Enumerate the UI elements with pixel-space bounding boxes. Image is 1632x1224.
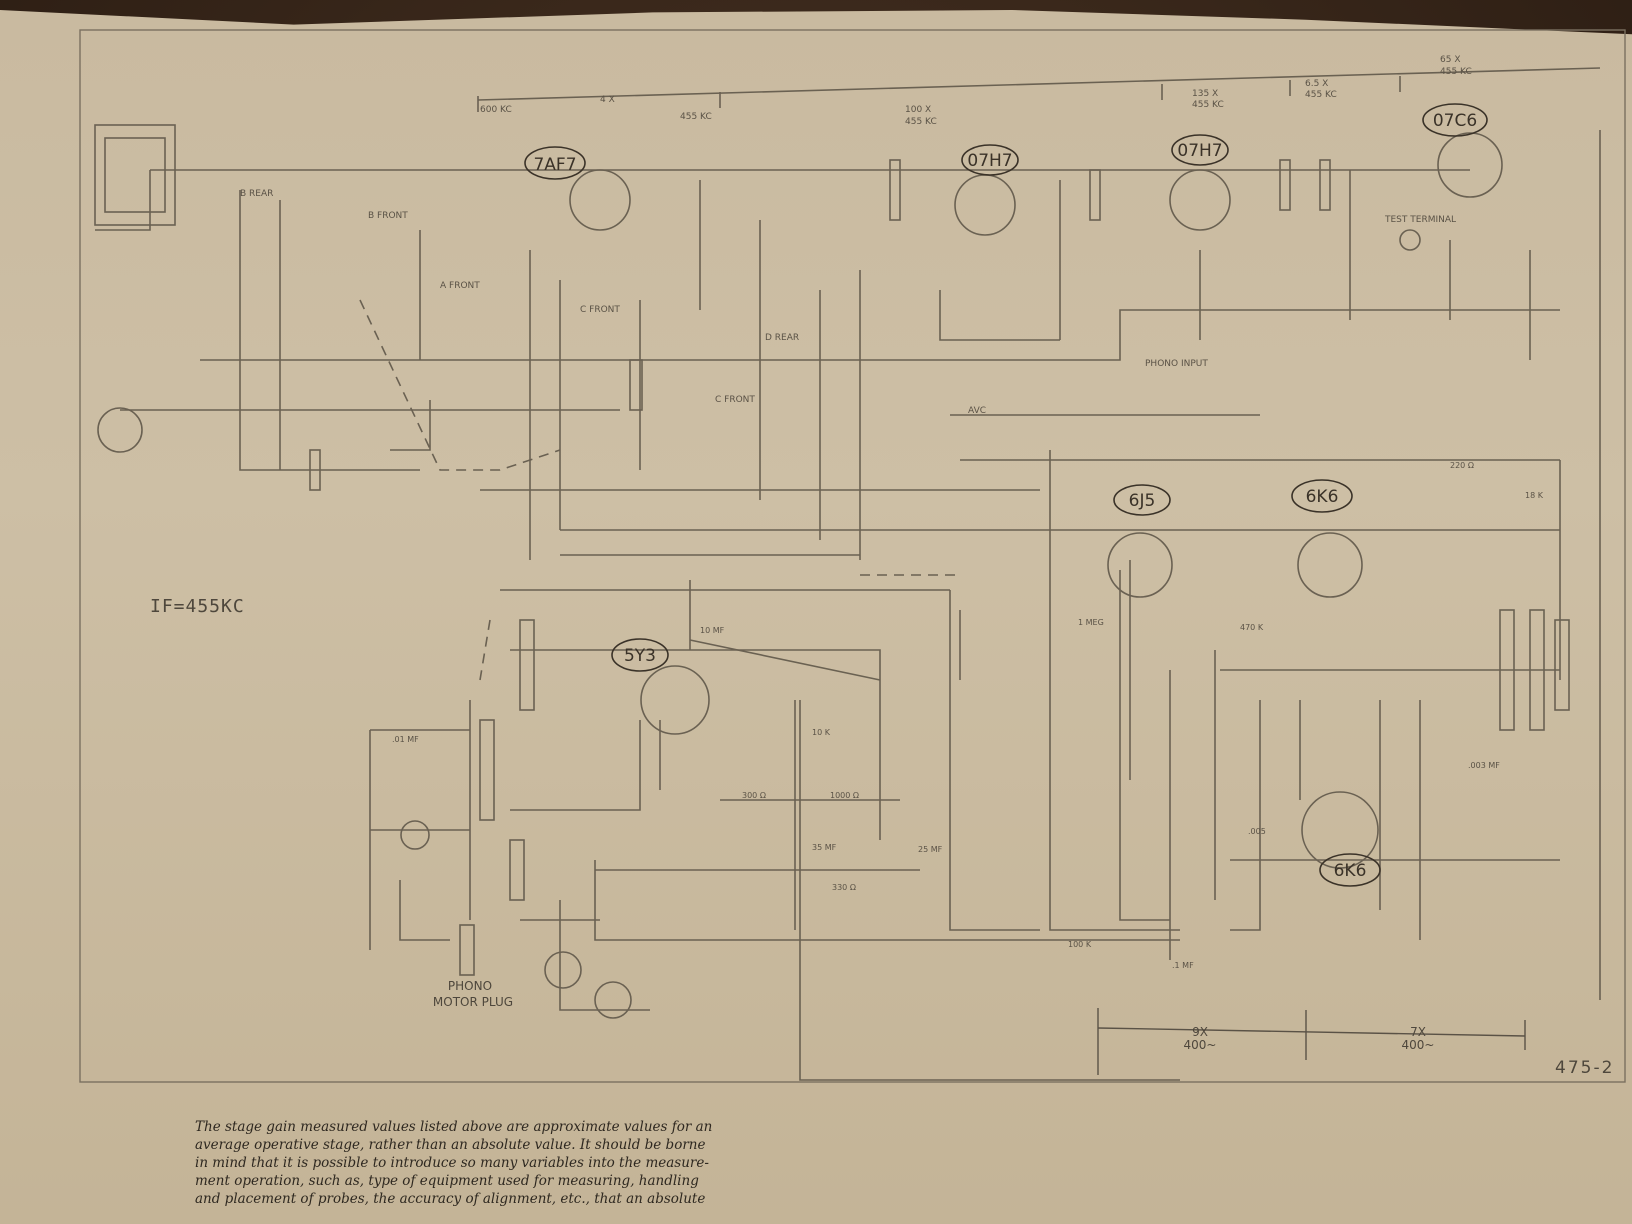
- top-scale-stage4-freq: 455 KC: [1305, 90, 1337, 100]
- value-label: 10 K: [812, 728, 831, 737]
- bottom-scale-right-freq: 400~: [1402, 1038, 1435, 1052]
- bottom-scale-right-gain: 7X: [1410, 1025, 1426, 1039]
- caption-line: ment operation, such as, type of equipme…: [195, 1173, 699, 1189]
- top-scale-stage1-freq: 455 KC: [680, 112, 712, 122]
- value-label: .1 MF: [1172, 961, 1194, 970]
- tube-circle-5y3: [611, 638, 669, 672]
- tube-circle-6k6-a: [1291, 479, 1353, 513]
- tube-circle-07c6: [1422, 103, 1488, 137]
- tube-label-6j5: 6J5: [1129, 491, 1156, 511]
- tube-circle-07h7-a: [961, 144, 1019, 176]
- top-scale-stage4-gain: 6.5 X: [1305, 79, 1328, 89]
- value-label: .005: [1248, 827, 1266, 836]
- top-scale-left-freq: 600 KC: [480, 105, 512, 115]
- tube-label-07h7-b: 07H7: [1177, 141, 1222, 161]
- value-label: 18 K: [1525, 491, 1544, 500]
- tube-label-6k6-a: 6K6: [1306, 487, 1339, 507]
- tube-circle-07h7-b: [1171, 134, 1229, 166]
- switch-label-d-rear: D REAR: [765, 333, 799, 343]
- switch-label-b-front: B FRONT: [368, 211, 408, 221]
- top-scale-stage5-freq: 455 KC: [1440, 67, 1472, 77]
- tube-label-7af7: 7AF7: [533, 155, 576, 175]
- top-scale-stage2-freq: 455 KC: [905, 117, 937, 127]
- top-scale-stage1-gain: 4 X: [600, 95, 615, 105]
- caption-line: The stage gain measured values listed ab…: [195, 1119, 713, 1135]
- schematic-sheet: [0, 10, 1632, 1224]
- top-scale-stage5-gain: 65 X: [1440, 55, 1460, 65]
- value-label: 10 MF: [700, 626, 725, 635]
- tube-circle-6j5: [1113, 484, 1171, 516]
- value-label: 300 Ω: [742, 791, 766, 800]
- phono-motor-plug-label-2: MOTOR PLUG: [433, 995, 513, 1009]
- value-label: .003 MF: [1468, 761, 1500, 770]
- top-scale-stage3-gain: 135 X: [1192, 89, 1218, 99]
- value-label: 330 Ω: [832, 883, 856, 892]
- value-label: 100 K: [1068, 940, 1092, 949]
- value-label: 1000 Ω: [830, 791, 859, 800]
- tube-circle-7af7: [524, 146, 586, 180]
- bottom-scale-left-gain: 9X: [1192, 1025, 1208, 1039]
- switch-labels: B REAR B FRONT A FRONT C FRONT C FRONT D…: [240, 189, 1456, 416]
- tube-label-5y3: 5Y3: [624, 646, 656, 666]
- switch-label-a-front: A FRONT: [440, 281, 480, 291]
- component-values: 10 MF 10 K 300 Ω 1000 Ω 35 MF 25 MF 330 …: [392, 461, 1544, 970]
- value-label: 35 MF: [812, 843, 837, 852]
- value-label: 1 MEG: [1078, 618, 1104, 627]
- value-label: .01 MF: [392, 735, 419, 744]
- switch-label-b-rear: B REAR: [240, 189, 273, 199]
- bottom-scale-left-freq: 400~: [1184, 1038, 1217, 1052]
- tube-label-07c6: 07C6: [1433, 111, 1477, 131]
- caption-line: and placement of probes, the accuracy of…: [195, 1191, 706, 1207]
- signal-label-test-terminal: TEST TERMINAL: [1384, 215, 1456, 225]
- tube-label-text: 7AF7 07H7 07H7 07C6 6J5 6K6 6K6 5Y3: [533, 111, 1477, 881]
- top-scale-stage3-freq: 455 KC: [1192, 100, 1224, 110]
- schematic-wiring: [79, 29, 1626, 1083]
- switch-label-c-front-a: C FRONT: [580, 305, 620, 315]
- page-number: 475-2: [1555, 1058, 1615, 1078]
- top-gain-scale: 600 KC 4 X 455 KC 100 X 455 KC 135 X 455…: [480, 55, 1472, 127]
- value-label: 25 MF: [918, 845, 943, 854]
- stage-gain-caption: The stage gain measured values listed ab…: [195, 1118, 775, 1208]
- tube-circle-6k6-b: [1319, 853, 1381, 887]
- switch-label-c-front-b: C FRONT: [715, 395, 755, 405]
- signal-label-phono-input: PHONO INPUT: [1145, 359, 1208, 369]
- signal-label-avc: AVC: [968, 406, 986, 416]
- if-frequency-note: IF=455KC: [150, 596, 245, 617]
- bottom-gain-scale: [1097, 1008, 1526, 1075]
- caption-line: average operative stage, rather than an …: [195, 1137, 706, 1153]
- value-label: 220 Ω: [1450, 461, 1474, 470]
- top-scale-stage2-gain: 100 X: [905, 105, 931, 115]
- phono-motor-plug-label-1: PHONO: [448, 979, 492, 993]
- tube-label-6k6-b: 6K6: [1334, 861, 1367, 881]
- caption-line: in mind that it is possible to introduce…: [195, 1155, 709, 1171]
- tube-label-07h7-a: 07H7: [967, 151, 1012, 171]
- value-label: 470 K: [1240, 623, 1264, 632]
- bottom-gain-labels: 9X 400~ 7X 400~: [1184, 1025, 1435, 1052]
- tube-labels: [524, 103, 1488, 887]
